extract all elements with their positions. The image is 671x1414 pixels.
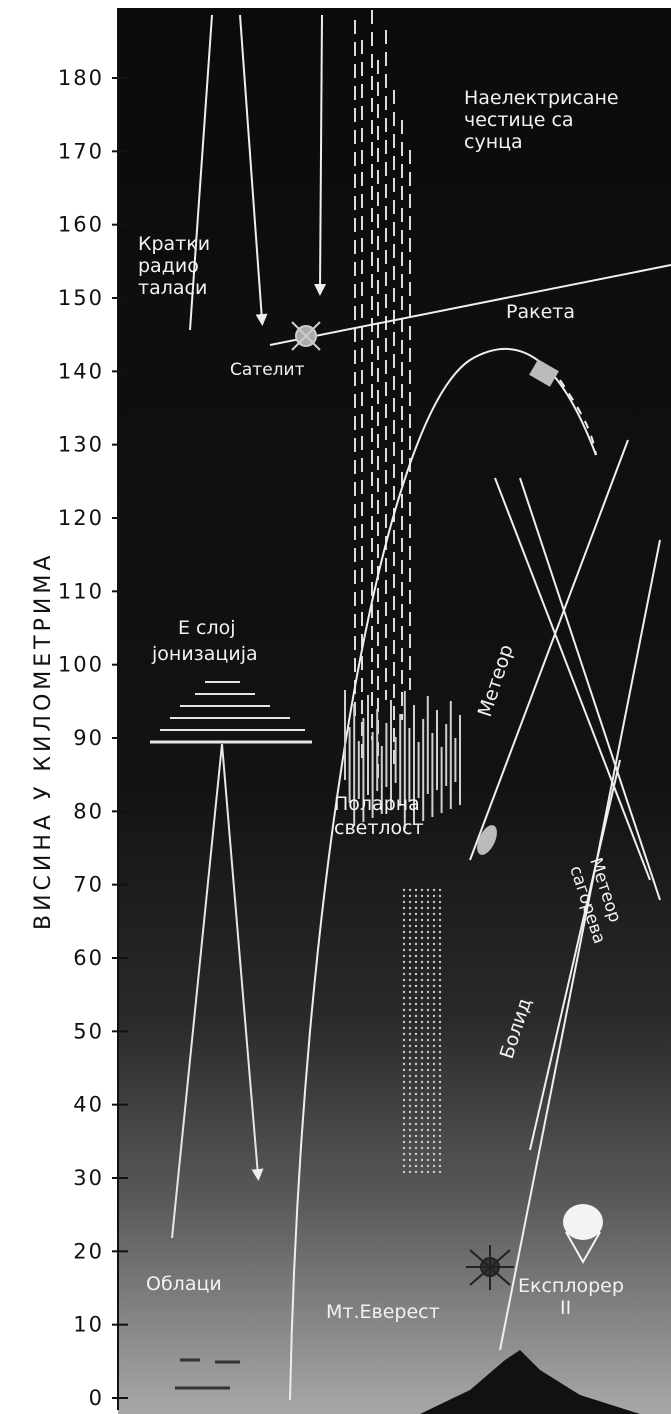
satellite-icon [291,321,321,351]
label-everest: Мт.Еверест [326,1301,440,1323]
satellite-orbit [269,264,671,346]
y-tick-label: 130 [58,433,104,457]
dust-column [402,885,444,1173]
y-tick-label: 100 [58,653,104,677]
y-tick-label: 10 [73,1313,104,1337]
y-tick-label: 90 [73,726,104,750]
label-charged-particles: Наелектрисане честице са сунца [464,87,619,153]
y-axis-ticks: 1801701601501401301201101009080706050403… [58,66,128,1410]
y-axis-title: ВИСИНА У КИЛОМЕТРИМА [31,552,56,930]
rocket-icon [529,359,559,387]
y-tick-label: 110 [58,579,104,603]
svg-text:сунца: сунца [464,131,523,153]
svg-text:светлост: светлост [334,817,424,839]
label-clouds: Облаци [146,1273,222,1295]
cloud-marks [175,1358,240,1390]
svg-text:Поларна: Поларна [334,793,420,815]
y-tick-label: 70 [73,873,104,897]
aurora-streaks [344,690,461,829]
everest-mountain [420,1350,640,1414]
svg-text:честице са: честице са [464,109,574,131]
y-tick-label: 80 [73,799,104,823]
y-tick-label: 180 [58,66,104,90]
e-layer-reflection [171,743,264,1239]
meteor-lines [469,439,661,1351]
label-explorer: Експлорер II [518,1275,624,1319]
charged-particle-streaks [354,10,411,780]
radio-wave-arrows [189,14,327,331]
label-e-layer: Е слој јонизација [151,617,258,665]
y-tick-label: 0 [89,1386,104,1410]
rocket-trajectory [289,347,597,1401]
svg-text:радио: радио [138,255,199,277]
e-layer-bands [150,681,312,744]
svg-text:Наелектрисане: Наелектрисане [464,87,619,109]
y-tick-label: 40 [73,1093,104,1117]
balloon-icon [563,1204,603,1265]
meteor-head-icon [477,825,497,855]
svg-text:Експлорер: Експлорер [518,1275,624,1297]
y-tick-label: 120 [58,506,104,530]
label-short-radio-waves: Кратки радио таласи [138,233,210,299]
y-tick-label: 140 [58,359,104,383]
svg-text:Кратки: Кратки [138,233,210,255]
svg-text:јонизација: јонизација [151,643,258,665]
y-tick-label: 60 [73,946,104,970]
svg-text:таласи: таласи [138,277,207,299]
label-aurora: Поларна светлост [334,793,424,839]
explorer-burst-icon [466,1245,514,1290]
y-tick-label: 160 [58,213,104,237]
svg-text:II: II [560,1297,571,1319]
label-rocket: Ракета [506,301,575,323]
y-tick-label: 30 [73,1166,104,1190]
y-tick-label: 50 [73,1019,104,1043]
label-satellite: Сателит [230,360,305,380]
svg-text:Е слој: Е слој [178,617,236,639]
y-tick-label: 20 [73,1239,104,1263]
y-tick-label: 170 [58,139,104,163]
y-tick-label: 150 [58,286,104,310]
